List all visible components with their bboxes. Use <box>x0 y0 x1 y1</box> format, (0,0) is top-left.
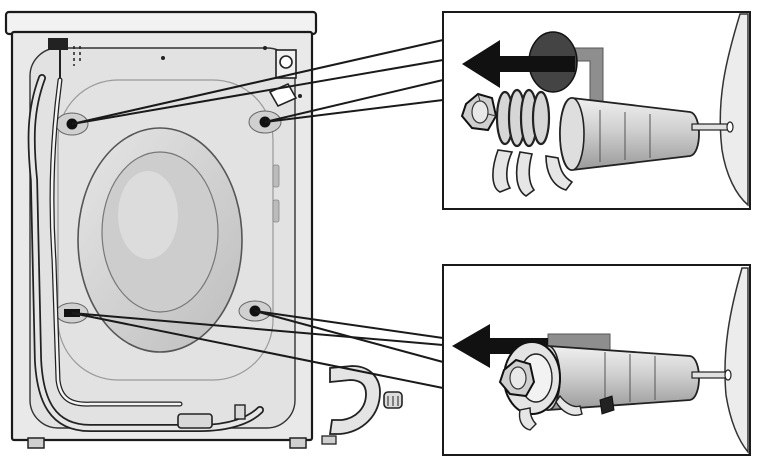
power-cable-inlet <box>48 38 81 80</box>
top-detail-machine-wall <box>719 13 749 207</box>
bottom-bolt-detail-panel <box>442 264 751 456</box>
bottom-detail-machine-wall <box>724 267 749 455</box>
bottom-detail-removal-arrow-icon <box>452 324 548 368</box>
top-detail-removal-arrow-icon <box>462 40 575 88</box>
hose-holder-bracket <box>328 365 403 435</box>
machine-foot-right <box>289 437 307 449</box>
bottom-detail-hex-bolt-icon <box>498 358 536 398</box>
top-bolt-detail-panel <box>442 11 751 210</box>
rear-panel-rim <box>57 79 274 381</box>
water-inlet-valve <box>268 49 302 108</box>
top-detail-hex-bolt-icon <box>460 92 498 132</box>
drum-cover-highlight <box>118 171 178 259</box>
machine-top-lid <box>4 10 318 36</box>
machine-foot-left <box>27 437 45 449</box>
callout-leader-lines <box>71 39 444 389</box>
top-detail-spring <box>495 88 551 148</box>
